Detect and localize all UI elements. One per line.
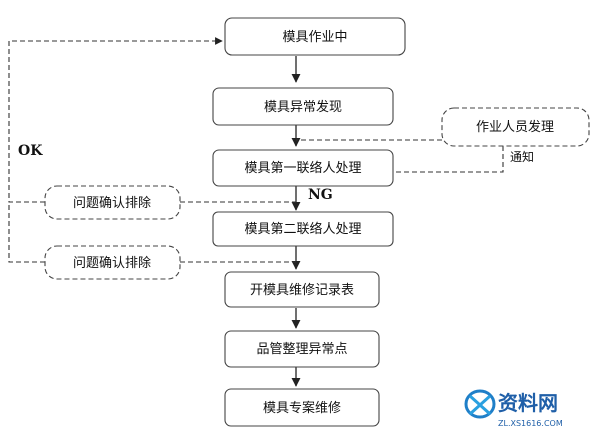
watermark: 资料网 ZL.XS1616.COM — [464, 389, 563, 428]
edge-ok-loop-2 — [8, 202, 45, 263]
node-label: 问题确认排除 — [73, 256, 151, 271]
node-troubleshoot-2: 问题确认排除 — [44, 245, 181, 280]
node-troubleshoot-1: 问题确认排除 — [44, 185, 181, 220]
node-label: 模具专案维修 — [263, 401, 341, 416]
edge-ok-loop — [8, 37, 223, 203]
node-label: 作业人员发理 — [476, 119, 554, 135]
node-label: 模具第一联络人处理 — [244, 160, 361, 176]
node-label: 品管整理异常点 — [256, 342, 347, 357]
node-label: 开模具维修记录表 — [250, 283, 354, 298]
node-mold-in-operation: 模具作业中 — [224, 17, 406, 56]
notify-label: 通知 — [510, 150, 534, 164]
node-repair-record: 开模具维修记录表 — [224, 271, 380, 308]
node-label: 模具第二联络人处理 — [244, 221, 361, 237]
ok-label: OK — [18, 143, 43, 159]
ng-label: NG — [308, 187, 333, 203]
watermark-url: ZL.XS1616.COM — [498, 419, 563, 428]
watermark-text: 资料网 — [498, 391, 558, 415]
node-abnormality-found: 模具异常发现 — [212, 87, 394, 126]
node-label: 模具异常发现 — [264, 99, 342, 115]
node-label: 问题确认排除 — [73, 196, 151, 211]
node-special-repair: 模具专案维修 — [224, 388, 380, 427]
node-first-contact: 模具第一联络人处理 — [212, 149, 394, 187]
node-operator-finds: 作业人员发理 — [441, 107, 590, 147]
watermark-logo-icon — [464, 389, 496, 419]
node-label: 模具作业中 — [282, 30, 347, 45]
node-second-contact: 模具第二联络人处理 — [212, 211, 394, 247]
edge-operator-notify — [382, 146, 504, 176]
node-qc-organize: 品管整理异常点 — [224, 330, 380, 368]
